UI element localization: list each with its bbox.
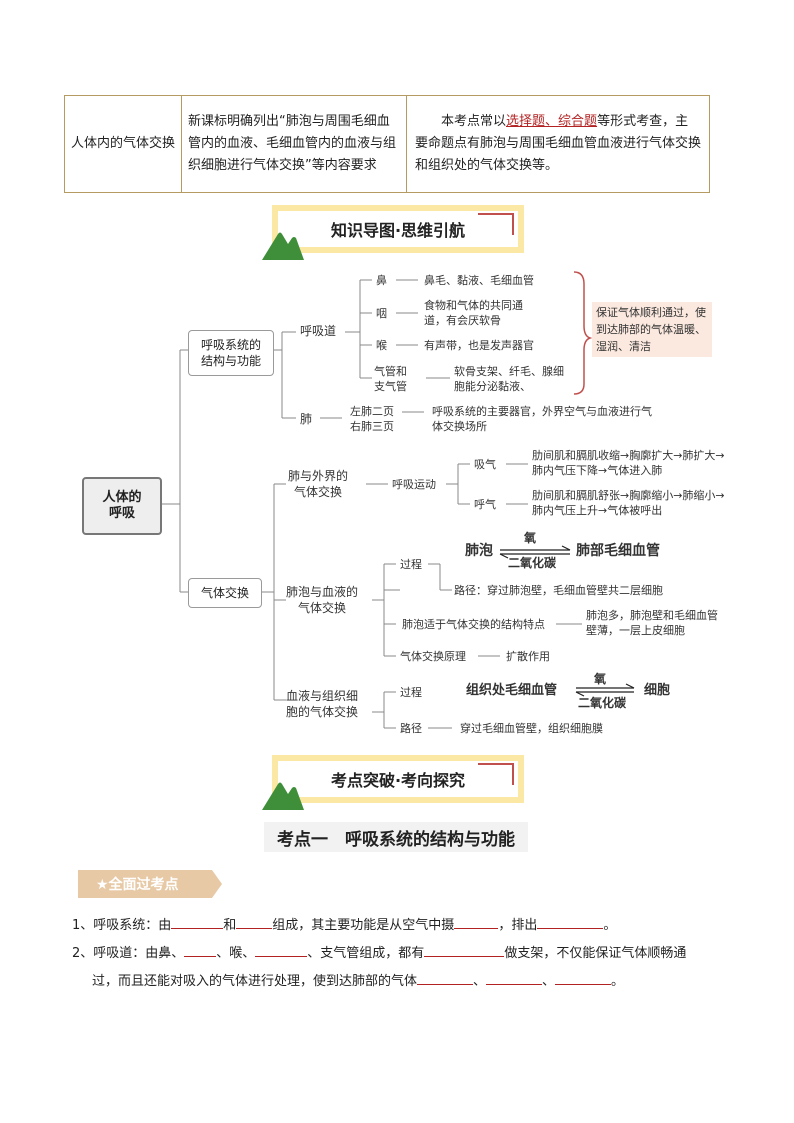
q1-text-d: ，排出: [498, 918, 538, 933]
q2-text-f: 、: [473, 974, 487, 989]
exhale: 呼气: [474, 498, 496, 511]
q2-blank-2[interactable]: [255, 942, 308, 957]
banner-exam-title: 考点突破·考向探究: [278, 761, 518, 797]
node-larynx: 喉: [376, 339, 387, 352]
exam-sep: 、: [545, 114, 559, 129]
path2-label: 路径: [400, 722, 422, 735]
mountain-icon-2: [262, 782, 304, 810]
q2-text-g: 、: [542, 974, 556, 989]
node-nose: 鼻: [376, 274, 387, 287]
process2-label: 过程: [400, 686, 422, 699]
q1-blank-1[interactable]: [171, 914, 224, 929]
principle-desc: 扩散作用: [506, 650, 550, 663]
nose-desc: 鼻毛、黏液、毛细血管: [424, 274, 534, 287]
q1-blank-3[interactable]: [454, 914, 499, 929]
exam-link-comprehensive: 综合题: [558, 114, 598, 129]
lung-desc: 呼吸系统的主要器官，外界空气与血液进行气体交换场所: [432, 405, 652, 433]
q1-text-b: 和: [223, 918, 237, 933]
section-title: 考点一 呼吸系统的结构与功能: [264, 822, 528, 852]
mountain-icon: [262, 232, 304, 260]
q2-blank-4[interactable]: [417, 970, 474, 985]
banner-exam: 考点突破·考向探究: [272, 755, 524, 803]
q2-text-e: 过，而且还能对吸入的气体进行处理，使到达肺部的气体: [92, 974, 418, 989]
q2-text-h: 。: [611, 974, 625, 989]
exhale-desc: 肋间肌和膈肌舒张→胸廓缩小→肺缩小→肺内气压上升→气体被呼出: [532, 489, 725, 517]
q2-text-b: 、喉、: [216, 946, 256, 961]
lung-parts: 左肺二页 右肺三页: [350, 405, 394, 433]
node-trachea: 气管和 支气管: [374, 365, 407, 393]
trachea-desc: 软骨支架、纤毛、腺细胞能分泌黏液、: [454, 365, 564, 393]
node-respiratory-system: 呼吸系统的 结构与功能: [188, 330, 274, 376]
exchange-principle: 气体交换原理: [400, 650, 466, 663]
co2-label: 二氧化碳: [508, 556, 557, 570]
exam-link-choice: 选择题: [506, 114, 546, 129]
exam-pre: 本考点常以: [441, 114, 507, 129]
review-tag-label: ★全面过考点: [96, 877, 179, 893]
alveolus-label: 肺泡: [465, 543, 493, 559]
q2-text-a: 2、呼吸道：由鼻、: [72, 946, 185, 961]
q1-text-c: 组成，其主要功能是从空气中摄: [272, 918, 455, 933]
node-lung: 肺: [300, 412, 313, 426]
cell-label: 细胞: [644, 683, 671, 698]
exam-cell: 本考点常以选择题、综合题等形式考查，主要命题点有肺泡与周围毛细血管血液进行气体交…: [406, 95, 710, 193]
oxygen2-label: 氧: [594, 672, 607, 686]
pharynx-desc: 食物和气体的共同通道，有会厌软骨: [424, 299, 523, 327]
node-pharynx: 咽: [376, 307, 387, 320]
inhale-desc: 肋间肌和膈肌收缩→胸廓扩大→肺扩大→肺内气压下降→气体进入肺: [532, 449, 725, 477]
co2-2-label: 二氧化碳: [578, 696, 627, 710]
function-note: 保证气体顺利通过，使到达肺部的气体温暖、湿润、清洁: [592, 302, 712, 357]
node-resp-tract: 呼吸道: [300, 324, 337, 338]
q1-text-e: 。: [603, 918, 617, 933]
q2-text-c: 、支气管组成，都有: [307, 946, 425, 961]
question-1: 1、呼吸系统：由 和 组成，其主要功能是从空气中摄 ，排出 。: [72, 912, 732, 940]
exam-post: 等形式考查，主要命题点有肺泡与周围毛细血管血液进行气体交换和组织处的气体交换等。: [415, 114, 702, 173]
oxygen-label: 氧: [524, 531, 537, 545]
question-2: 2、呼吸道：由鼻、 、喉、 、支气管组成，都有 做支架，不仅能保证气体顺畅通: [72, 940, 732, 968]
q1-blank-2[interactable]: [236, 914, 273, 929]
banner-mindmap: 知识导图·思维引航: [272, 205, 524, 253]
tissue-capillary-label: 组织处毛细血管: [466, 683, 558, 698]
inhale: 吸气: [474, 458, 496, 471]
node-tissue-exchange: 血液与组织细 胞的气体交换: [286, 689, 359, 719]
q1-text-a: 1、呼吸系统：由: [72, 918, 172, 933]
larynx-desc: 有声带，也是发声器官: [424, 339, 534, 352]
question-2-cont: 过，而且还能对吸入的气体进行处理，使到达肺部的气体 、 、 。: [92, 968, 732, 996]
resp-movement: 呼吸运动: [392, 478, 436, 491]
node-alveoli-exchange: 肺泡与血液的 气体交换: [286, 585, 359, 615]
q2-blank-1[interactable]: [184, 942, 217, 957]
q2-blank-3[interactable]: [424, 942, 505, 957]
q2-text-d: 做支架，不仅能保证气体顺畅通: [504, 946, 687, 961]
q1-blank-4[interactable]: [537, 914, 604, 929]
root-node: 人体的 呼吸: [82, 477, 162, 535]
banner-mindmap-title: 知识导图·思维引航: [278, 211, 518, 247]
review-tag: ★全面过考点: [78, 870, 222, 898]
topic-cell: 人体内的气体交换: [64, 95, 182, 193]
process-label: 过程: [400, 558, 422, 571]
info-table: 人体内的气体交换 新课标明确列出“肺泡与周围毛细血管内的血液、毛细血管内的血液与…: [64, 95, 710, 193]
q2-blank-6[interactable]: [555, 970, 612, 985]
q2-blank-5[interactable]: [486, 970, 543, 985]
structure-desc: 肺泡多，肺泡壁和毛细血管壁薄，一层上皮细胞: [586, 609, 718, 637]
lung-capillary-label: 肺部毛细血管: [576, 543, 660, 559]
structure-features: 肺泡适于气体交换的结构特点: [402, 618, 545, 631]
requirement-cell: 新课标明确列出“肺泡与周围毛细血管内的血液、毛细血管内的血液与组织细胞进行气体交…: [181, 95, 407, 193]
node-gas-exchange: 气体交换: [188, 578, 262, 608]
node-external-exchange: 肺与外界的 气体交换: [288, 469, 349, 499]
path2-desc: 穿过毛细血管壁，组织细胞膜: [460, 722, 603, 735]
path-label: 路径：穿过肺泡壁，毛细血管壁共二层细胞: [454, 584, 663, 597]
